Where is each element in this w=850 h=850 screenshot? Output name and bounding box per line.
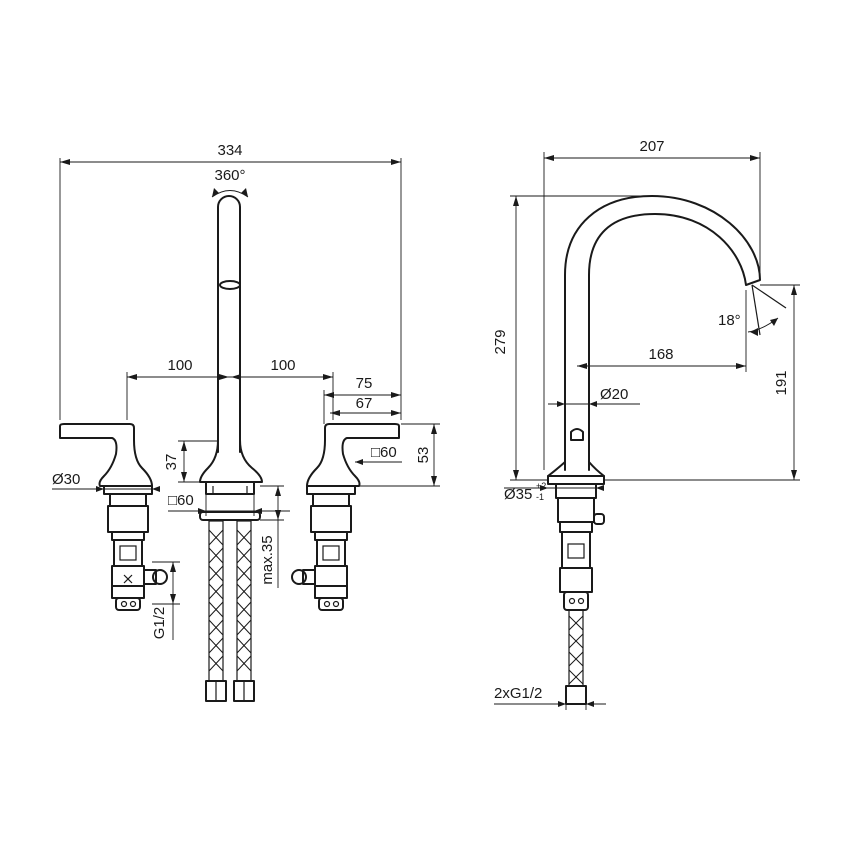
label-handle-height: 53: [415, 447, 432, 464]
side-body: [547, 475, 605, 705]
label-spout-base-height: 37: [163, 454, 180, 471]
dim-spout-base-square: □60: [168, 492, 290, 516]
dim-handle-reach: 75 67: [323, 375, 401, 424]
label-rotation: 360°: [214, 167, 245, 184]
label-tolerance-upper: +2: [536, 481, 546, 491]
spout-hoses: [199, 511, 261, 702]
label-spacing-left: 100: [167, 357, 192, 374]
label-spout-diameter: Ø20: [600, 386, 628, 403]
dim-overall-depth: 207: [543, 138, 761, 470]
front-view: 334 360° 100 100 75: [52, 142, 440, 702]
spout-side: [547, 195, 761, 477]
label-max-deck-thickness: max.35: [259, 535, 276, 584]
dim-overall-width: 334: [59, 142, 402, 420]
dim-max-deck-thickness: max.35: [259, 485, 284, 588]
dim-spout-base-height: 37: [163, 440, 218, 483]
dim-spout-reach: 168: [577, 290, 747, 372]
rotation-indicator: 360°: [211, 167, 249, 198]
dim-handle-base-diameter: Ø30: [52, 471, 160, 492]
dim-spout-diameter: Ø20: [548, 386, 640, 407]
dim-spout-angle: 18°: [718, 284, 787, 336]
dim-overall-height: 279: [492, 195, 652, 481]
dim-spout-outlet-height: 191: [604, 284, 800, 481]
left-valve: [59, 423, 168, 611]
dim-spacing: 100 100: [126, 357, 334, 420]
label-spout-base-square: □60: [168, 492, 194, 509]
dim-handle-height: 53: [360, 423, 440, 487]
label-handle-reach-inner: 67: [356, 395, 373, 412]
label-overall-depth: 207: [639, 138, 664, 155]
label-handle-base-square: □60: [371, 444, 397, 461]
dim-connection-thread: G1/2: [151, 561, 180, 640]
spout-front: [199, 195, 263, 495]
dim-handle-base-square: □60: [355, 444, 402, 465]
label-spout-angle: 18°: [718, 312, 741, 329]
label-connection-thread: G1/2: [151, 607, 168, 640]
label-spout-reach: 168: [648, 346, 673, 363]
label-base-diameter: Ø35: [504, 486, 532, 503]
dim-base-diameter: Ø35 +2 -1: [504, 481, 604, 503]
label-spacing-right: 100: [270, 357, 295, 374]
label-tolerance-lower: -1: [536, 492, 544, 502]
label-spout-outlet-height: 191: [773, 370, 790, 395]
side-view: 207 279 168 191: [492, 138, 800, 710]
label-overall-height: 279: [492, 329, 509, 354]
label-handle-reach-outer: 75: [356, 375, 373, 392]
label-handle-base-diameter: Ø30: [52, 471, 80, 488]
label-side-connection-thread: 2xG1/2: [494, 685, 542, 702]
label-overall-width: 334: [217, 142, 242, 159]
right-valve: [291, 423, 400, 611]
dim-side-connection-thread: 2xG1/2: [494, 685, 606, 710]
